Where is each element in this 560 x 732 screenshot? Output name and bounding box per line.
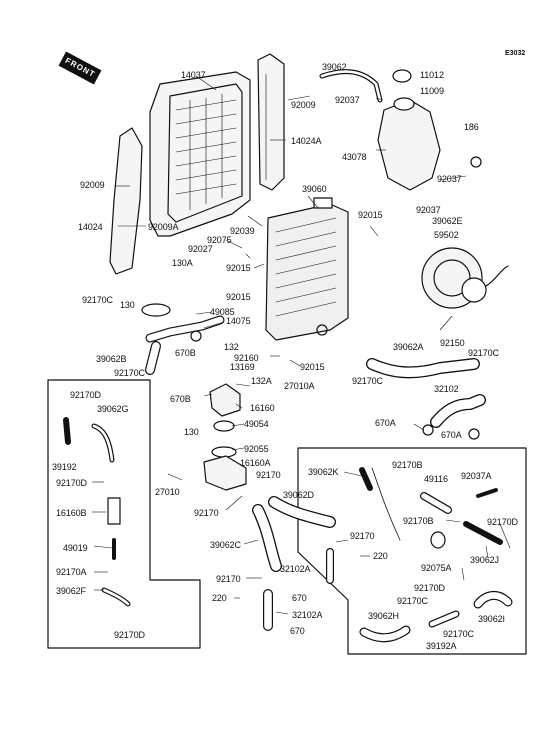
part-label-670: 670 bbox=[290, 626, 305, 636]
part-label-39062A: 39062A bbox=[393, 342, 424, 352]
part-label-16160A: 16160A bbox=[240, 458, 271, 468]
part-label-16160: 16160 bbox=[250, 403, 275, 413]
part-label-92170D: 92170D bbox=[414, 583, 445, 593]
part-label-670B: 670B bbox=[175, 348, 196, 358]
part-label-92170D: 92170D bbox=[487, 517, 518, 527]
part-label-670A: 670A bbox=[375, 418, 396, 428]
part-label-39192A: 39192A bbox=[426, 641, 457, 651]
part-label-92015: 92015 bbox=[300, 362, 325, 372]
part-label-132: 132 bbox=[224, 342, 239, 352]
part-label-14075: 14075 bbox=[226, 316, 251, 326]
part-label-92170: 92170 bbox=[256, 470, 281, 480]
part-label-92075: 92075 bbox=[207, 235, 232, 245]
part-label-92170C: 92170C bbox=[443, 629, 474, 639]
part-label-130A: 130A bbox=[172, 258, 193, 268]
radiator-shroud bbox=[149, 71, 251, 237]
part-label-92037: 92037 bbox=[437, 174, 462, 184]
part-label-92009: 92009 bbox=[80, 180, 105, 190]
part-label-39062E: 39062E bbox=[432, 216, 463, 226]
part-label-92170B: 92170B bbox=[403, 516, 434, 526]
part-label-43078: 43078 bbox=[342, 152, 367, 162]
part-label-49085: 49085 bbox=[210, 307, 235, 317]
side-guard-left bbox=[109, 127, 143, 275]
part-label-32102A: 32102A bbox=[292, 610, 323, 620]
part-label-92015: 92015 bbox=[226, 292, 251, 302]
part-label-49019: 49019 bbox=[63, 543, 88, 553]
part-label-49054: 49054 bbox=[244, 419, 269, 429]
part-label-670A: 670A bbox=[441, 430, 462, 440]
part-label-92170: 92170 bbox=[350, 531, 375, 541]
part-label-27010A: 27010A bbox=[284, 381, 315, 391]
part-label-92170D: 92170D bbox=[114, 630, 145, 640]
part-label-39062J: 39062J bbox=[470, 555, 499, 565]
part-label-39062F: 39062F bbox=[56, 586, 86, 596]
part-label-92037: 92037 bbox=[416, 205, 441, 215]
part-label-92170C: 92170C bbox=[468, 348, 499, 358]
part-label-92009A: 92009A bbox=[148, 222, 179, 232]
part-label-39062H: 39062H bbox=[368, 611, 399, 621]
part-label-92027: 92027 bbox=[188, 244, 213, 254]
part-label-92170D: 92170D bbox=[70, 390, 101, 400]
radiator-core bbox=[265, 203, 349, 341]
part-label-14024: 14024 bbox=[78, 222, 103, 232]
part-label-49116: 49116 bbox=[424, 474, 448, 484]
part-label-220: 220 bbox=[212, 593, 227, 603]
part-label-92170C: 92170C bbox=[114, 368, 145, 378]
right-inset-box bbox=[297, 447, 527, 655]
part-label-92037: 92037 bbox=[335, 95, 360, 105]
part-label-670: 670 bbox=[292, 593, 307, 603]
part-label-92170: 92170 bbox=[216, 574, 241, 584]
part-label-39062G: 39062G bbox=[97, 404, 129, 414]
part-label-16160B: 16160B bbox=[56, 508, 87, 518]
part-label-32102: 32102 bbox=[434, 384, 459, 394]
reservoir-tank bbox=[377, 99, 441, 191]
part-label-92170D: 92170D bbox=[56, 478, 87, 488]
part-label-11009: 11009 bbox=[420, 86, 444, 96]
part-label-92170B: 92170B bbox=[392, 460, 423, 470]
part-label-130: 130 bbox=[184, 427, 199, 437]
part-label-14037: 14037 bbox=[181, 70, 206, 80]
diagram-code: E3032 bbox=[505, 50, 526, 57]
part-label-92015: 92015 bbox=[358, 210, 383, 220]
part-label-220: 220 bbox=[373, 551, 388, 561]
part-label-59502: 59502 bbox=[434, 230, 459, 240]
part-label-186: 186 bbox=[464, 122, 479, 132]
part-label-39192: 39192 bbox=[52, 462, 77, 472]
part-label-39062K: 39062K bbox=[308, 467, 339, 477]
part-label-670B: 670B bbox=[170, 394, 191, 404]
part-label-39062B: 39062B bbox=[96, 354, 127, 364]
side-guard-right bbox=[257, 53, 285, 191]
part-label-92075A: 92075A bbox=[421, 563, 452, 573]
part-label-32102A: 32102A bbox=[280, 564, 311, 574]
part-label-27010: 27010 bbox=[155, 487, 180, 497]
part-label-92055: 92055 bbox=[244, 444, 269, 454]
part-label-92039: 92039 bbox=[230, 226, 255, 236]
part-label-92170C: 92170C bbox=[82, 295, 113, 305]
part-label-132A: 132A bbox=[251, 376, 272, 386]
part-label-39062I: 39062I bbox=[478, 614, 505, 624]
part-label-92160: 92160 bbox=[234, 353, 259, 363]
part-label-92170C: 92170C bbox=[397, 596, 428, 606]
part-label-92170A: 92170A bbox=[56, 567, 87, 577]
part-label-39062: 39062 bbox=[322, 62, 347, 72]
part-label-92037A: 92037A bbox=[461, 471, 492, 481]
part-label-39062C: 39062C bbox=[210, 540, 241, 550]
part-label-11012: 11012 bbox=[420, 70, 444, 80]
part-label-92170: 92170 bbox=[194, 508, 219, 518]
part-label-39060: 39060 bbox=[302, 184, 327, 194]
part-label-92150: 92150 bbox=[440, 338, 465, 348]
part-label-13169: 13169 bbox=[230, 362, 255, 372]
part-label-130: 130 bbox=[120, 300, 135, 310]
part-label-92015: 92015 bbox=[226, 263, 251, 273]
part-label-39062D: 39062D bbox=[283, 490, 314, 500]
part-label-14024A: 14024A bbox=[291, 136, 322, 146]
part-label-92170C: 92170C bbox=[352, 376, 383, 386]
left-inset-box bbox=[47, 379, 201, 649]
part-label-92009: 92009 bbox=[291, 100, 316, 110]
